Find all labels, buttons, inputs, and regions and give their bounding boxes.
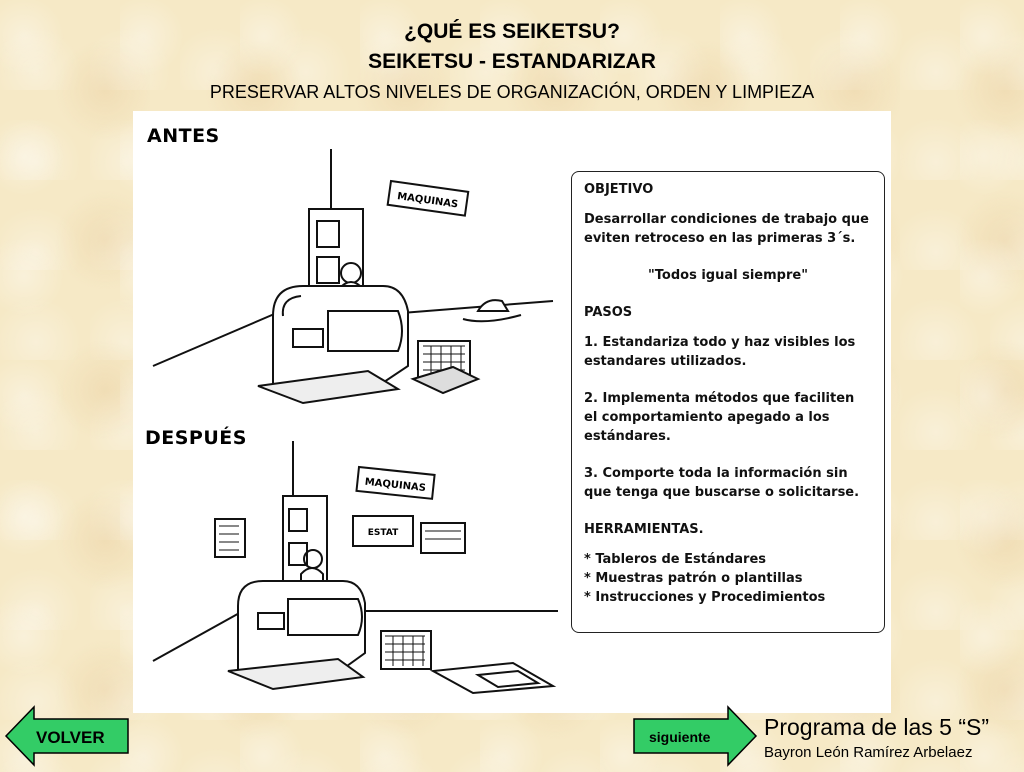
motto-text: "Todos igual siempre" [648, 268, 808, 283]
program-title: Programa de las 5 “S” [764, 714, 989, 740]
paso-3: 3. Comporte toda la información sin que … [584, 466, 860, 500]
antes-label: ANTES [147, 125, 220, 147]
tool-item: * Tableros de Estándares [584, 552, 767, 567]
author-name: Bayron León Ramírez Arbelaez [764, 744, 973, 761]
siguiente-label: siguiente [649, 729, 711, 745]
illustration-panel: ANTES DESPUÉS MAQUINAS [133, 111, 891, 713]
tool-item: * Muestras patrón o plantillas [584, 571, 803, 586]
slide-subtitle: PRESERVAR ALTOS NIVELES DE ORGANIZACIÓN,… [209, 82, 815, 102]
estat-sign: ESTAT [368, 528, 399, 538]
volver-button[interactable]: VOLVER [4, 705, 130, 767]
objetivo-text: Desarrollar condiciones de trabajo que e… [584, 212, 869, 246]
left-arrow-icon [4, 705, 129, 767]
antes-workplace-drawing: MAQUINAS [152, 149, 554, 405]
despues-label: DESPUÉS [145, 427, 247, 449]
herramientas-title: HERRAMIENTAS. [584, 522, 704, 537]
paso-2: 2. Implementa métodos que faciliten el c… [584, 391, 855, 444]
slide-title: SEIKETSU - ESTANDARIZAR [368, 50, 656, 73]
volver-label: VOLVER [36, 728, 105, 747]
tool-item: * Instrucciones y Procedimientos [584, 590, 826, 605]
siguiente-button[interactable]: siguiente [632, 705, 758, 767]
tools-list: * Tableros de Estándares * Muestras patr… [584, 550, 872, 607]
objetivo-title: OBJETIVO [584, 182, 654, 197]
slide-question: ¿QUÉ ES SEIKETSU? [404, 20, 620, 43]
right-arrow-icon [633, 705, 758, 767]
pasos-title: PASOS [584, 305, 633, 320]
despues-workplace-drawing: ESTAT MAQUINAS [152, 441, 558, 695]
paso-1: 1. Estandariza todo y haz visibles los e… [584, 335, 856, 369]
seiketsu-info-box: OBJETIVO Desarrollar condiciones de trab… [571, 171, 885, 633]
